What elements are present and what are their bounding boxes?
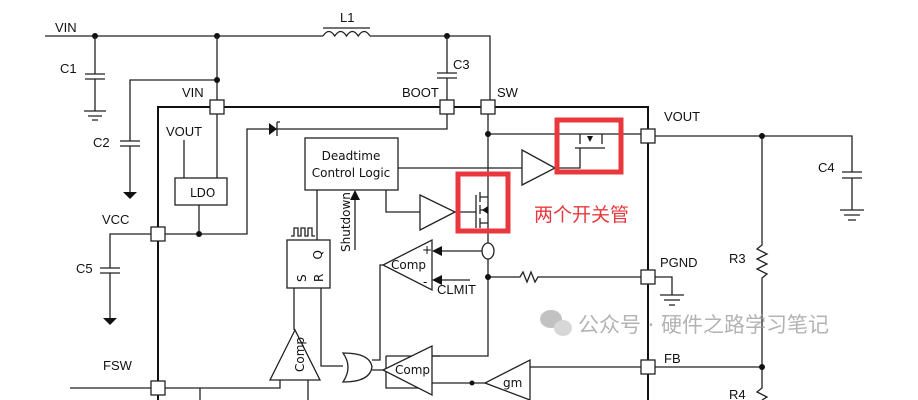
ldo-vout-label: VOUT <box>166 124 202 139</box>
minus-sign: - <box>423 275 427 289</box>
clmit-label: CLMIT <box>437 282 476 297</box>
deadtime-label-2: Control Logic <box>312 166 391 180</box>
fsw-wiring <box>70 380 309 400</box>
vin-label: VIN <box>55 20 77 35</box>
c3-label: C3 <box>453 57 470 72</box>
fb-pin <box>640 359 656 375</box>
gm-label: gm <box>503 376 522 390</box>
vout-pin-label: VOUT <box>664 109 700 124</box>
ldo-label: LDO <box>190 186 215 200</box>
comp-top-label: Comp <box>391 258 426 272</box>
fb-pin-label: FB <box>664 351 681 366</box>
sw-pin <box>480 99 496 115</box>
ic-boundary <box>157 106 649 400</box>
low-side-highlight-box <box>455 171 511 234</box>
latch-wiring <box>293 264 432 389</box>
deadtime-label-1: Deadtime <box>322 149 381 163</box>
fsw-pin <box>150 380 166 396</box>
vcc-pin <box>150 226 166 242</box>
high-side-highlight-box <box>554 117 624 175</box>
current-limit-comparator <box>381 238 433 292</box>
r4-label: R4 <box>729 387 746 400</box>
ldo-block <box>174 177 228 206</box>
or-gate <box>341 352 373 383</box>
shutdown-label: Shutdown <box>339 192 353 252</box>
vout-pin <box>640 128 656 144</box>
high-side-mosfet <box>555 134 605 169</box>
boot-pin <box>439 99 455 115</box>
vin-rail <box>45 27 491 100</box>
sense-resistor-pgnd <box>440 250 684 306</box>
vin-pin <box>209 99 225 115</box>
q-label: Q <box>311 250 325 259</box>
deadtime-wiring <box>316 167 522 240</box>
pwm-comparator <box>381 344 433 397</box>
shutdown-arrow-icon <box>350 190 360 200</box>
vcc-pin-label: VCC <box>102 212 129 227</box>
watermark: 公众号 · 硬件之路学习笔记 <box>578 313 829 337</box>
sr-latch <box>286 239 331 289</box>
oscillator-comparator <box>268 328 322 381</box>
s-label: S <box>295 274 309 282</box>
capacitor-c2 <box>120 36 220 199</box>
deadtime-control-logic-block <box>304 137 399 191</box>
r3-label: R3 <box>729 251 746 266</box>
capacitor-c3 <box>437 36 457 100</box>
high-side-driver <box>521 148 557 187</box>
low-side-driver <box>419 193 457 232</box>
comp-bottom-label: Comp <box>395 363 430 377</box>
sw-node <box>386 113 489 357</box>
ldo-wiring <box>165 114 448 235</box>
current-sense <box>481 242 495 260</box>
c5-label: C5 <box>76 261 93 276</box>
pgnd-pin-label: PGND <box>660 255 698 270</box>
sw-pin-label: SW <box>497 85 519 100</box>
vin-pin-label: VIN <box>182 85 204 100</box>
boot-pin-label: BOOT <box>402 85 439 100</box>
wechat-icon <box>540 310 572 336</box>
c4-label: C4 <box>818 160 835 175</box>
capacitor-c1 <box>84 36 106 121</box>
error-amplifier <box>483 358 531 400</box>
pgnd-pin <box>640 269 656 285</box>
r-label: R <box>312 274 326 282</box>
feedback-divider <box>755 136 769 400</box>
capacitor-c4 <box>655 135 864 221</box>
switch-annotation: 两个开关管 <box>534 204 629 226</box>
l1-label: L1 <box>340 10 354 25</box>
c1-label: C1 <box>60 61 77 76</box>
comp-vertical-label: Comp <box>293 337 307 372</box>
plus-sign: + <box>422 243 432 257</box>
boot-diode <box>269 123 277 135</box>
fsw-pin-label: FSW <box>103 358 133 373</box>
capacitor-c5 <box>100 233 151 325</box>
c2-label: C2 <box>93 135 110 150</box>
